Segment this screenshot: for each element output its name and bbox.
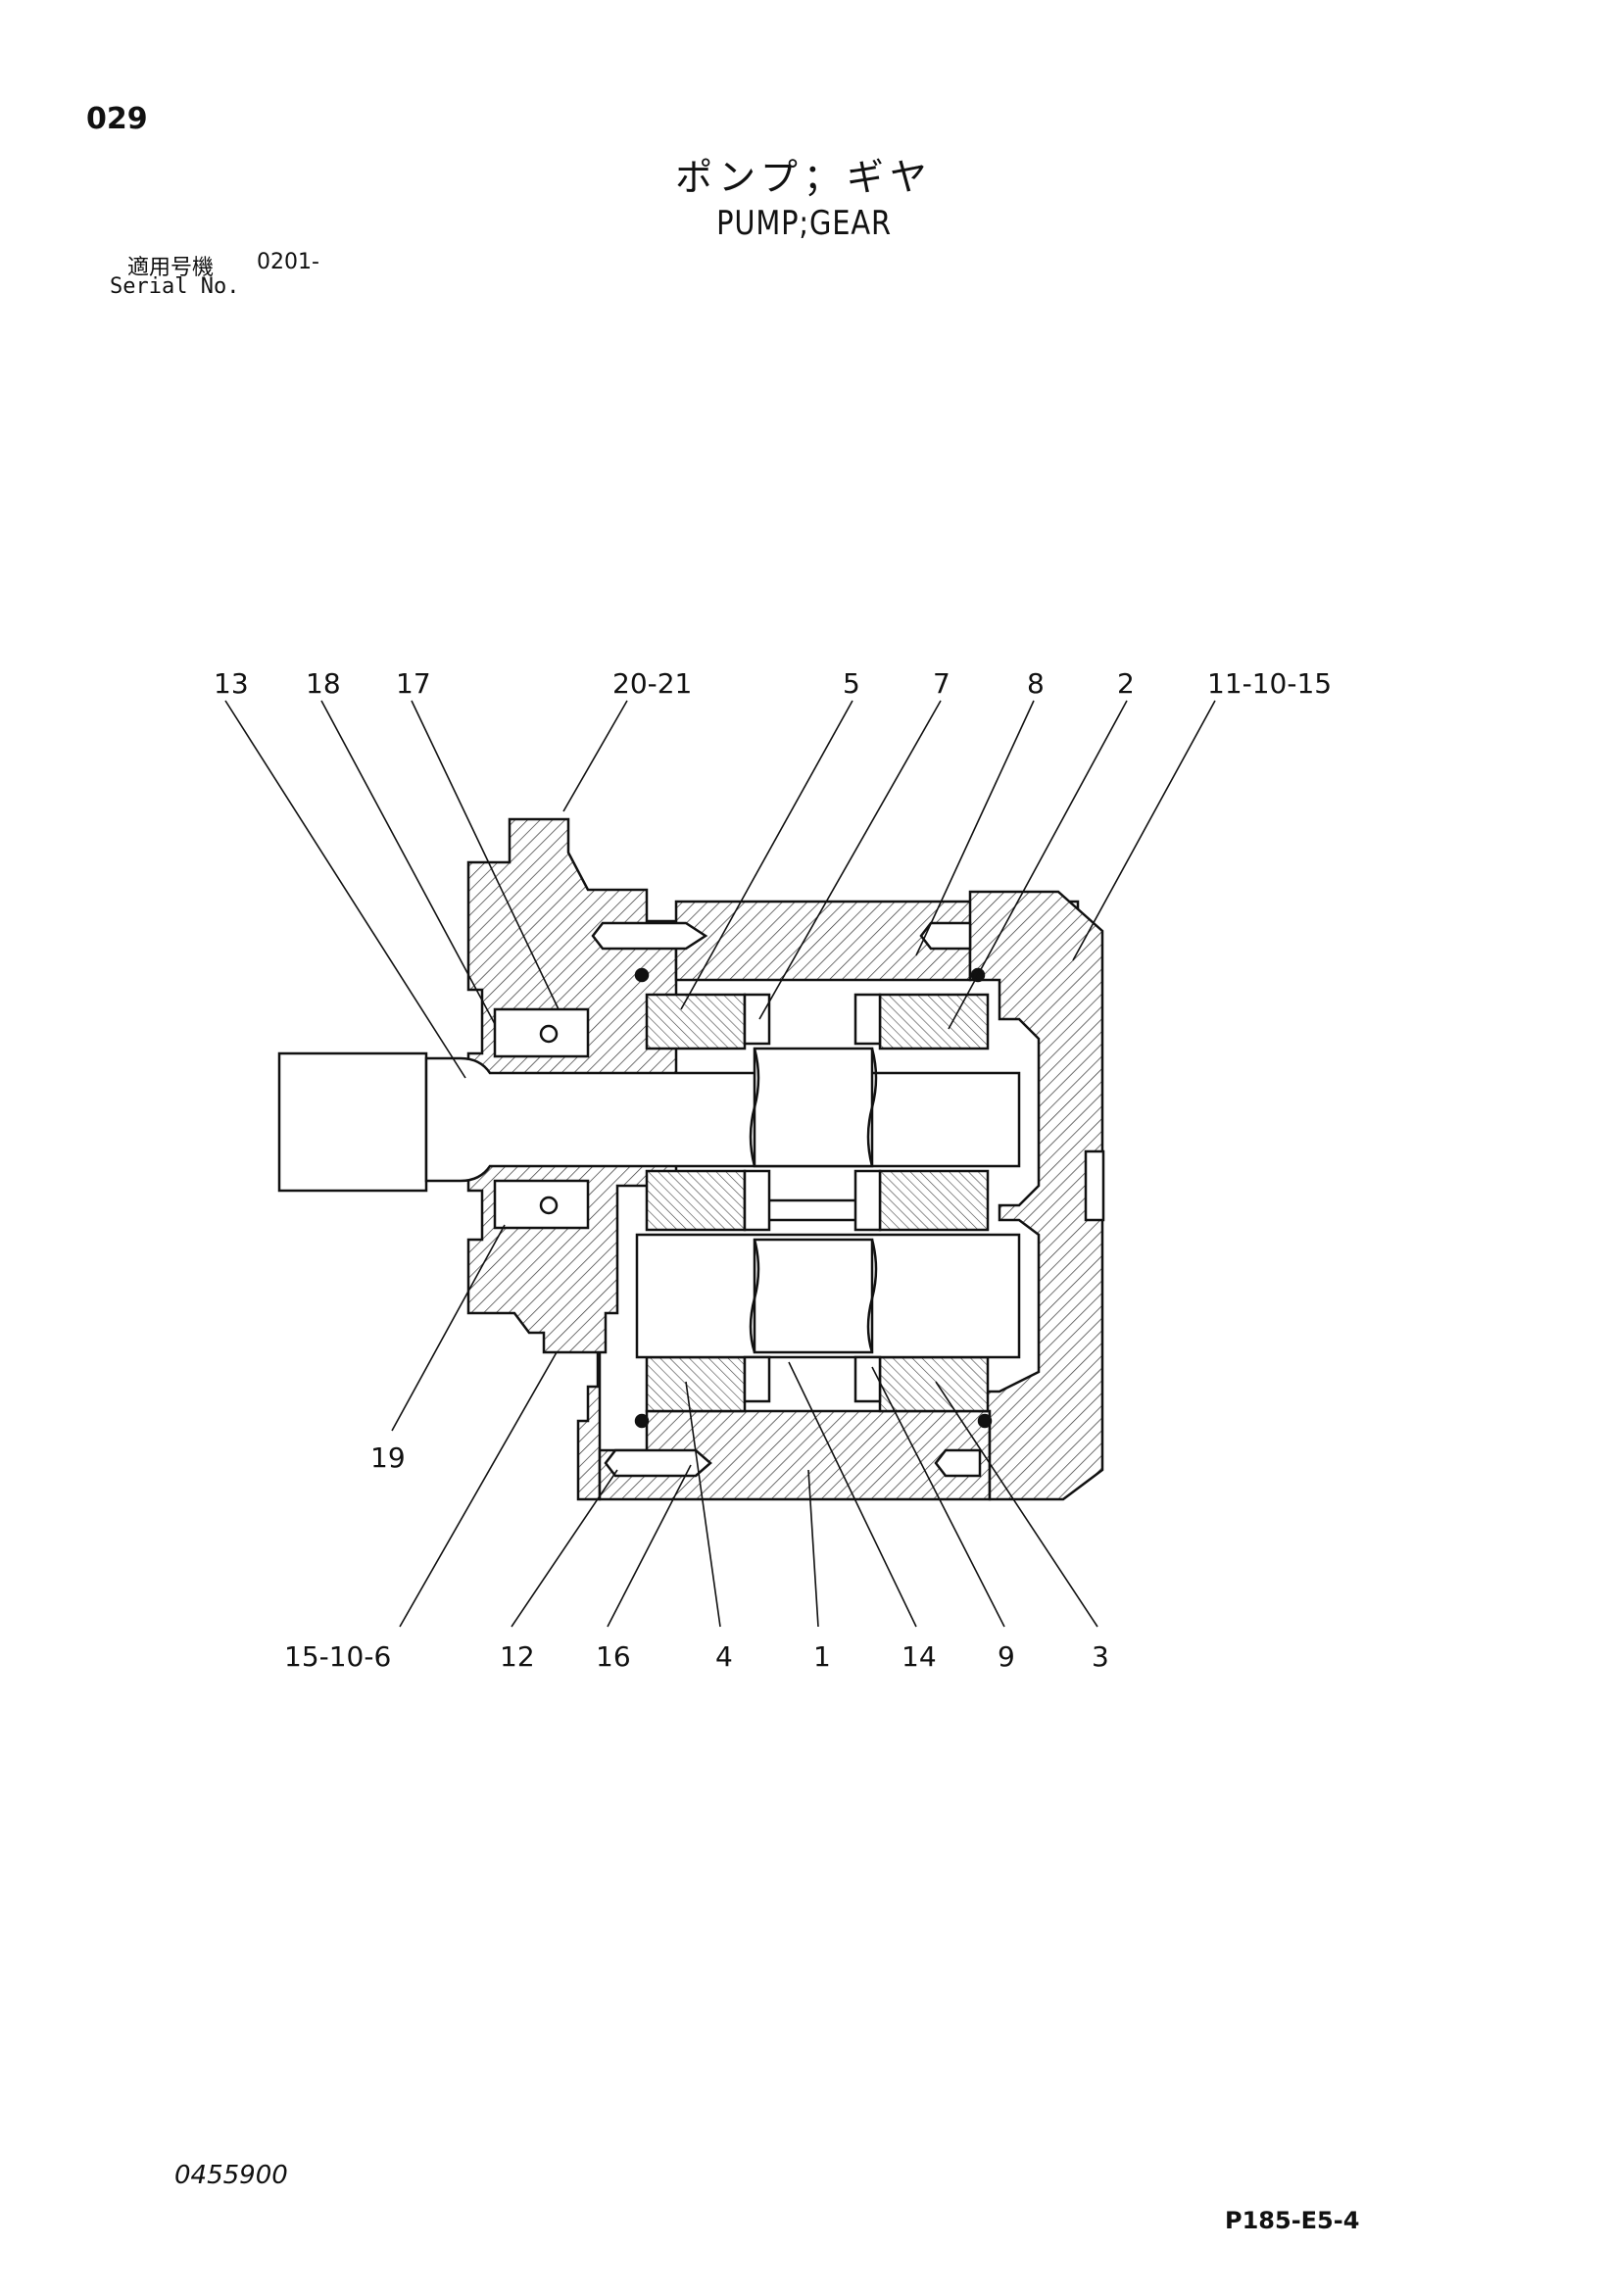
callout-4: 4	[715, 1640, 733, 1673]
dowel-pin-upper-right	[919, 921, 972, 951]
leader-lines	[224, 700, 1216, 1628]
dowel-pin-upper-left	[591, 921, 708, 951]
upper-gear	[753, 1047, 874, 1168]
document-number: 0455900	[174, 2161, 288, 2190]
callout-8: 8	[1027, 667, 1045, 700]
serial-label-japanese: 適用号機	[127, 256, 215, 280]
callout-3: 3	[1092, 1640, 1109, 1673]
callout-19: 19	[370, 1441, 406, 1474]
rear-cover	[968, 890, 1104, 1501]
drive-shaft	[424, 1056, 1021, 1183]
callout-15-10-6: 15-10-6	[284, 1640, 391, 1673]
callout-labels: 13 18 17 20-21 5 7 8 2 11-10-15 19 15-10…	[214, 667, 1332, 1673]
page-title-english: PUMP;GEAR	[716, 204, 892, 243]
callout-16: 16	[596, 1640, 631, 1673]
callout-20-21: 20-21	[612, 667, 692, 700]
callout-12: 12	[500, 1640, 535, 1673]
dowel-pin-lower-left	[604, 1448, 712, 1478]
side-plate-3	[878, 1355, 990, 1413]
callout-1: 1	[813, 1640, 831, 1673]
callout-11-10-15: 11-10-15	[1207, 667, 1332, 700]
serial-label-english: Serial No.	[110, 274, 240, 299]
page-title-japanese: ポンプ；ギヤ	[675, 156, 933, 199]
page-number: 029	[86, 102, 148, 136]
shaft-stub	[277, 1051, 428, 1193]
callout-5: 5	[843, 667, 860, 700]
callout-2: 2	[1117, 667, 1135, 700]
serial-value: 0201-	[257, 250, 319, 274]
dowel-pin-lower-right	[934, 1448, 982, 1478]
callout-13: 13	[214, 667, 249, 700]
callout-7: 7	[933, 667, 950, 700]
callout-17: 17	[396, 667, 431, 700]
side-plate-4	[645, 1355, 747, 1413]
callout-9: 9	[998, 1640, 1015, 1673]
side-plate-5	[645, 993, 747, 1050]
lower-gear	[753, 1238, 874, 1354]
callout-14: 14	[901, 1640, 937, 1673]
page-code: P185-E5-4	[1225, 2207, 1360, 2234]
callout-18: 18	[306, 667, 341, 700]
side-plate-2	[878, 993, 990, 1050]
